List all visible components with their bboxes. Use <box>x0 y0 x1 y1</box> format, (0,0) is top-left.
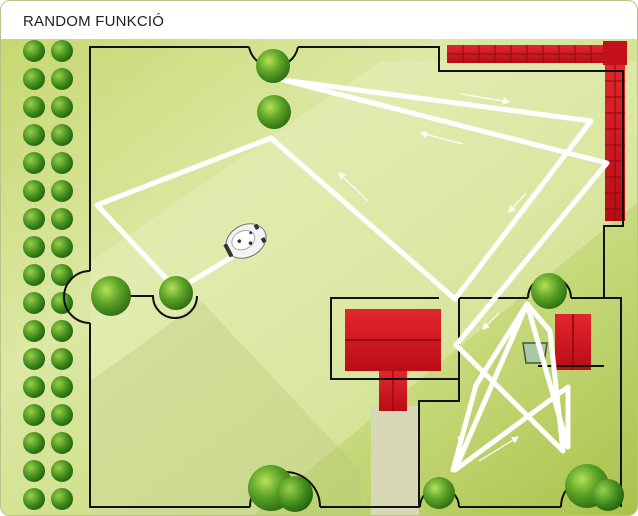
hedge-shrub <box>51 68 73 90</box>
hedge-shrub <box>23 264 45 286</box>
hedge-shrub <box>23 180 45 202</box>
hedge-shrub <box>23 236 45 258</box>
hedge-shrub <box>51 180 73 202</box>
hedge-shrub <box>23 432 45 454</box>
hedge-shrub <box>51 320 73 342</box>
hedge-shrub <box>51 292 73 314</box>
hedge-shrub <box>23 488 45 510</box>
hedge-shrub <box>51 236 73 258</box>
paving-path <box>371 406 419 516</box>
hedge-shrub <box>23 404 45 426</box>
hedge-shrub <box>23 152 45 174</box>
hedge-shrub <box>51 488 73 510</box>
hedge-shrub <box>51 152 73 174</box>
hedge-shrub <box>51 432 73 454</box>
hedge-shrub <box>23 320 45 342</box>
page-title: RANDOM FUNKCIÓ <box>23 13 164 30</box>
hedge-shrub <box>51 460 73 482</box>
hedge-shrub <box>23 460 45 482</box>
hedge-shrub <box>23 96 45 118</box>
hedge-shrub <box>51 124 73 146</box>
hedge-shrub <box>23 348 45 370</box>
hedge-shrub <box>51 96 73 118</box>
hedge-shrub <box>51 264 73 286</box>
hedge-shrub <box>23 292 45 314</box>
hedge-shrub <box>51 404 73 426</box>
hedge-shrub <box>23 376 45 398</box>
hedge-shrub <box>51 40 73 62</box>
hedge-shrub <box>51 348 73 370</box>
hedge-shrub <box>23 68 45 90</box>
hedge-shrub <box>23 124 45 146</box>
hedge-shrub <box>51 376 73 398</box>
hedge-shrub <box>23 40 45 62</box>
shed-icon <box>555 314 591 370</box>
hedge-shrub <box>51 208 73 230</box>
hedge-shrub <box>23 208 45 230</box>
